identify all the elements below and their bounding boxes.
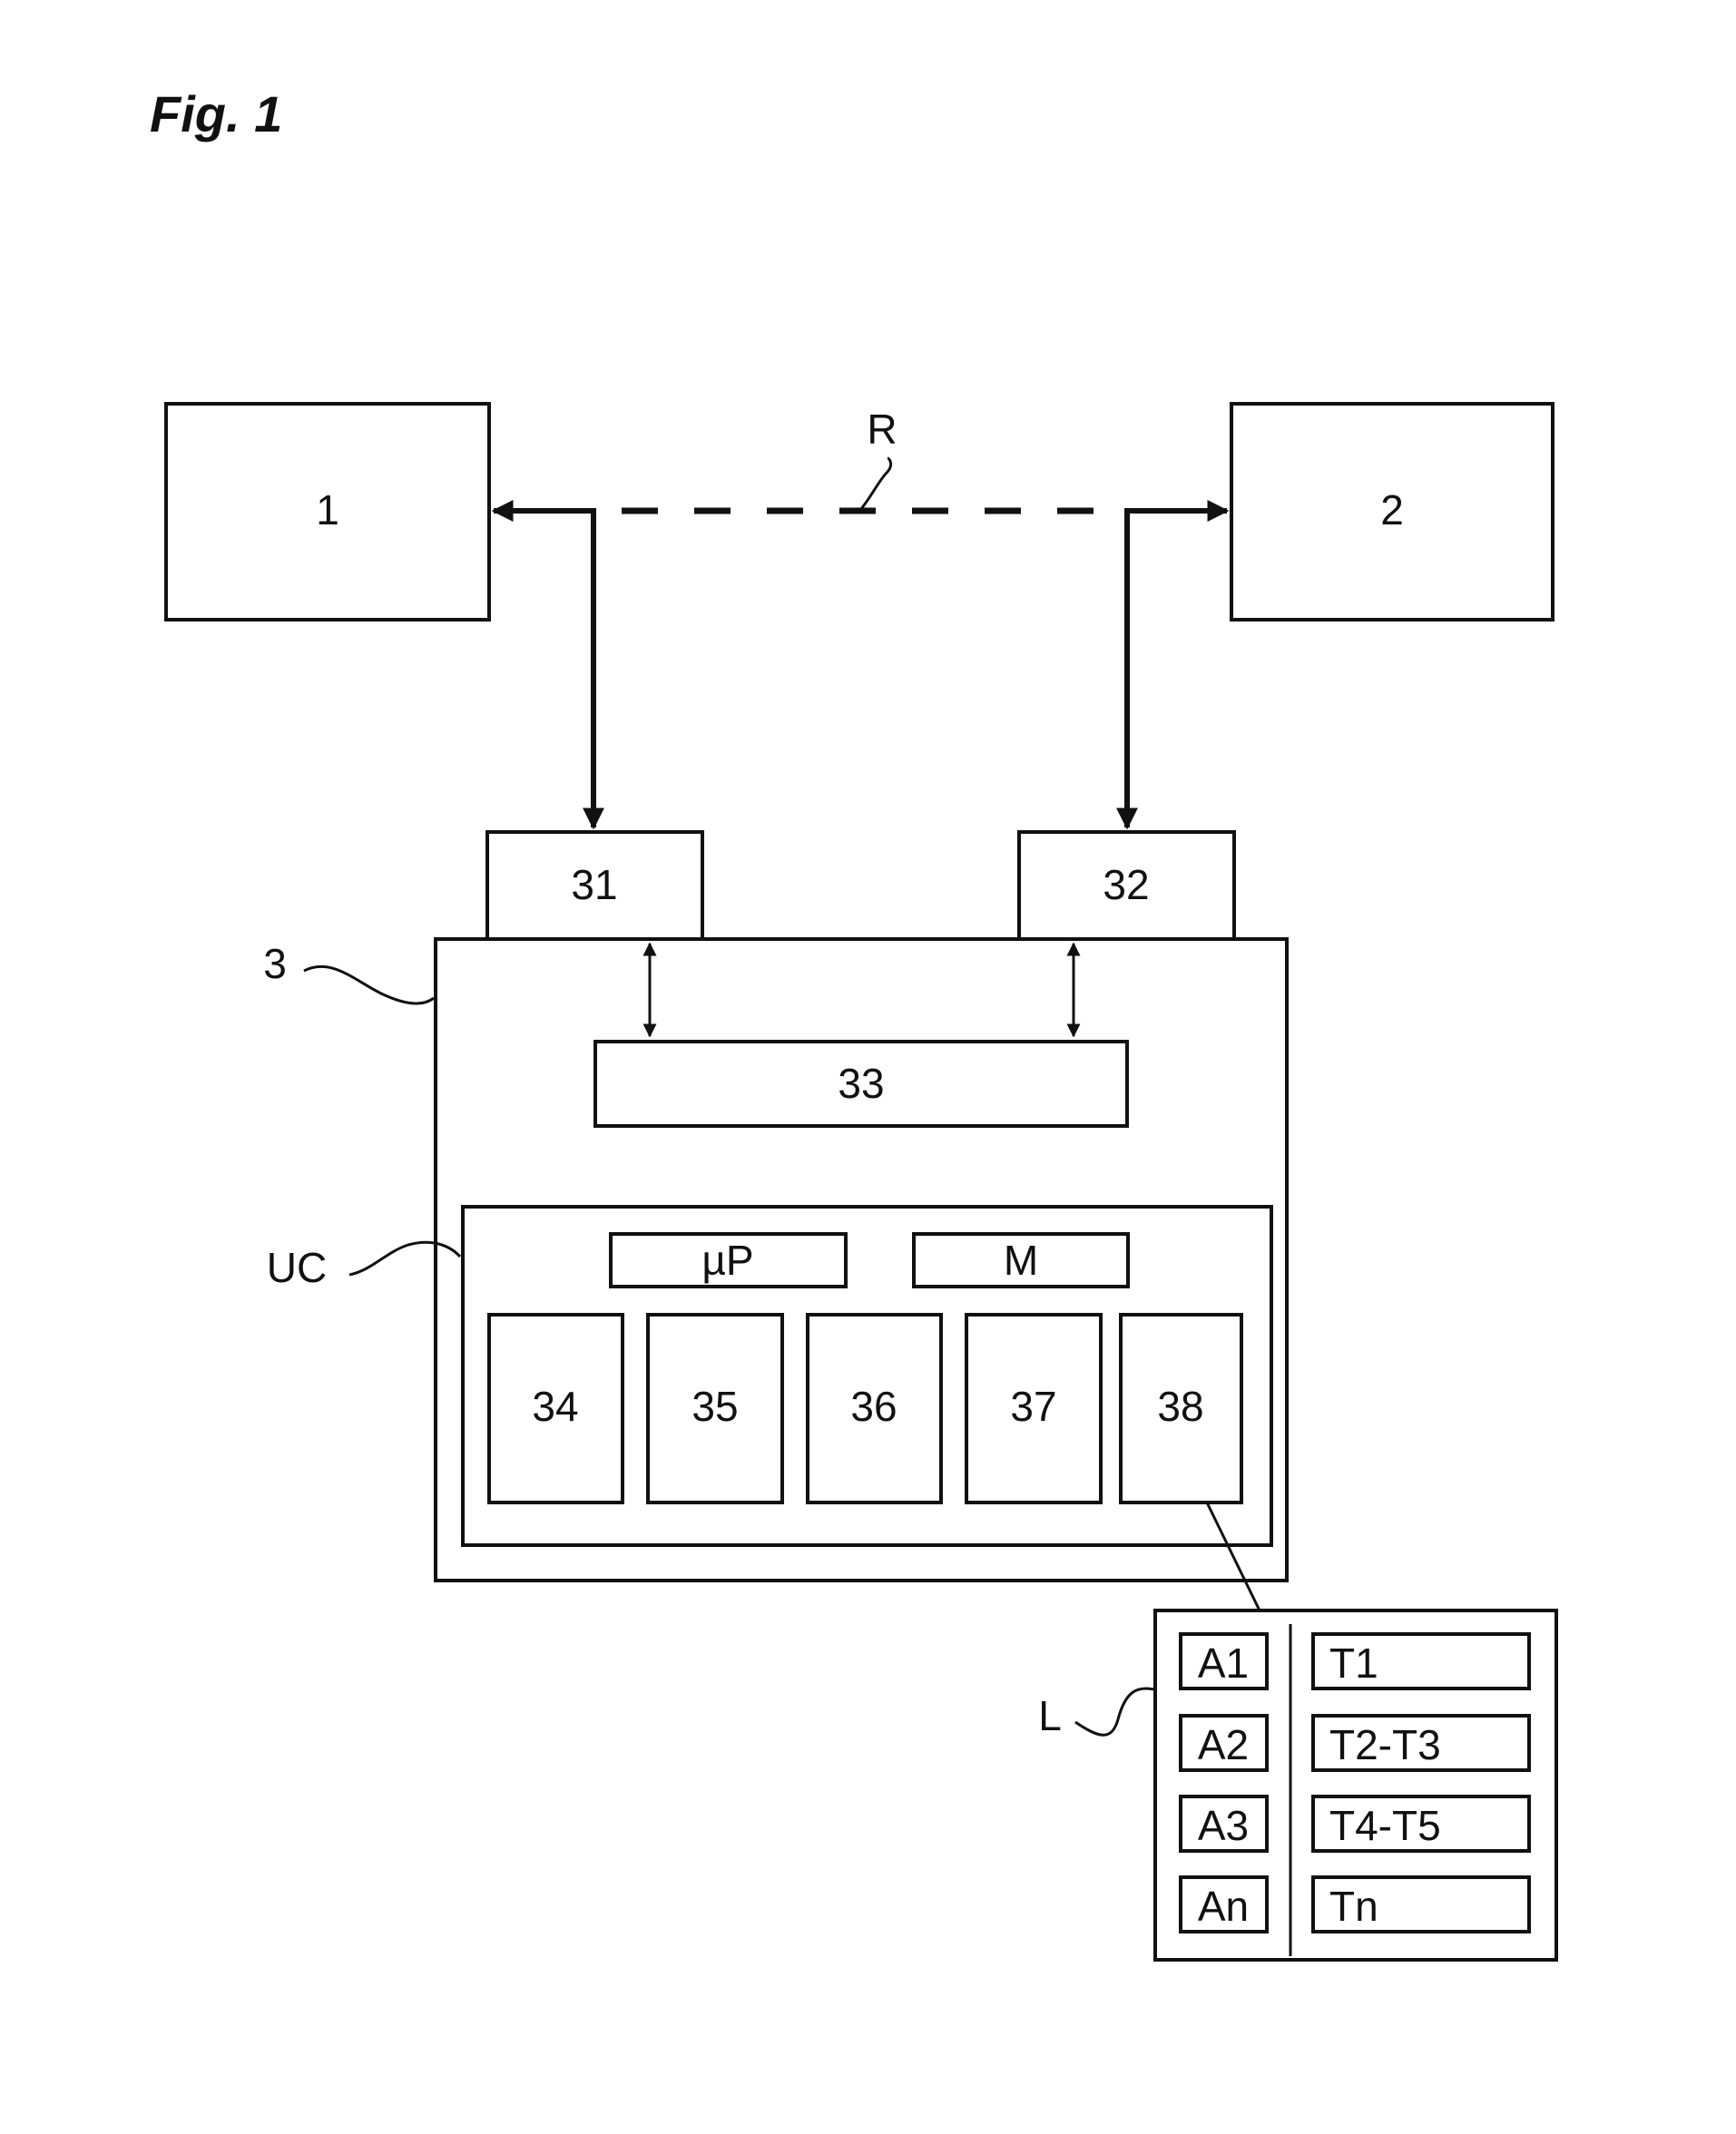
- system-3-leader: [304, 966, 434, 1003]
- processor-block: µP: [611, 1234, 846, 1287]
- port-32-label: 32: [1103, 861, 1149, 908]
- list-row: A1 T1: [1181, 1634, 1529, 1689]
- list-l-label: L: [1038, 1692, 1062, 1739]
- list-row: A3 T4-T5: [1181, 1796, 1529, 1851]
- module-35-block: 35: [648, 1315, 782, 1503]
- system-3-box: [436, 939, 1287, 1581]
- module-36-block: 36: [808, 1315, 941, 1503]
- list-row-t-cell: T1: [1329, 1640, 1378, 1687]
- module-34-label: 34: [532, 1383, 578, 1430]
- device-2-block: 2: [1231, 404, 1553, 620]
- device-1-block: 1: [166, 404, 489, 620]
- module-38-label: 38: [1157, 1383, 1203, 1430]
- port-32-block: 32: [1019, 832, 1234, 939]
- list-row: An Tn: [1181, 1877, 1529, 1932]
- figure-title: Fig. 1: [150, 85, 282, 142]
- module-38-block: 38: [1121, 1315, 1241, 1503]
- module-36-label: 36: [850, 1383, 897, 1430]
- port-31-label: 31: [571, 861, 617, 908]
- control-unit-box: [463, 1207, 1271, 1545]
- link-r-leader: [860, 458, 891, 510]
- list-row-t-cell: T2-T3: [1329, 1721, 1441, 1768]
- module38-list-connector: [1207, 1503, 1260, 1610]
- list-row-a-cell: A3: [1198, 1802, 1249, 1849]
- memory-block: M: [914, 1234, 1128, 1287]
- module-35-label: 35: [691, 1383, 738, 1430]
- list-l-leader: [1075, 1689, 1154, 1735]
- list-row-a-cell: A2: [1198, 1721, 1249, 1768]
- link-r-label: R: [867, 406, 897, 453]
- unit-33-label: 33: [838, 1060, 884, 1107]
- device-1-label: 1: [316, 486, 339, 534]
- device-2-label: 2: [1380, 486, 1404, 534]
- memory-label: M: [1004, 1237, 1038, 1284]
- module-34-block: 34: [489, 1315, 623, 1503]
- module-37-label: 37: [1010, 1383, 1056, 1430]
- list-row-a-cell: A1: [1198, 1640, 1249, 1687]
- list-row-a-cell: An: [1198, 1883, 1249, 1930]
- list-row-t-cell: Tn: [1329, 1883, 1378, 1930]
- list-row-t-cell: T4-T5: [1329, 1802, 1441, 1849]
- list-row: A2 T2-T3: [1181, 1716, 1529, 1770]
- connector-device1-port31: [494, 511, 593, 827]
- processor-label: µP: [701, 1237, 753, 1284]
- module-37-block: 37: [966, 1315, 1101, 1503]
- port-31-block: 31: [487, 832, 702, 939]
- control-unit-label: UC: [267, 1244, 327, 1291]
- system-3-label: 3: [263, 940, 287, 987]
- unit-33-block: 33: [595, 1042, 1127, 1126]
- connector-device2-port32: [1127, 511, 1227, 827]
- control-unit-leader: [349, 1242, 460, 1275]
